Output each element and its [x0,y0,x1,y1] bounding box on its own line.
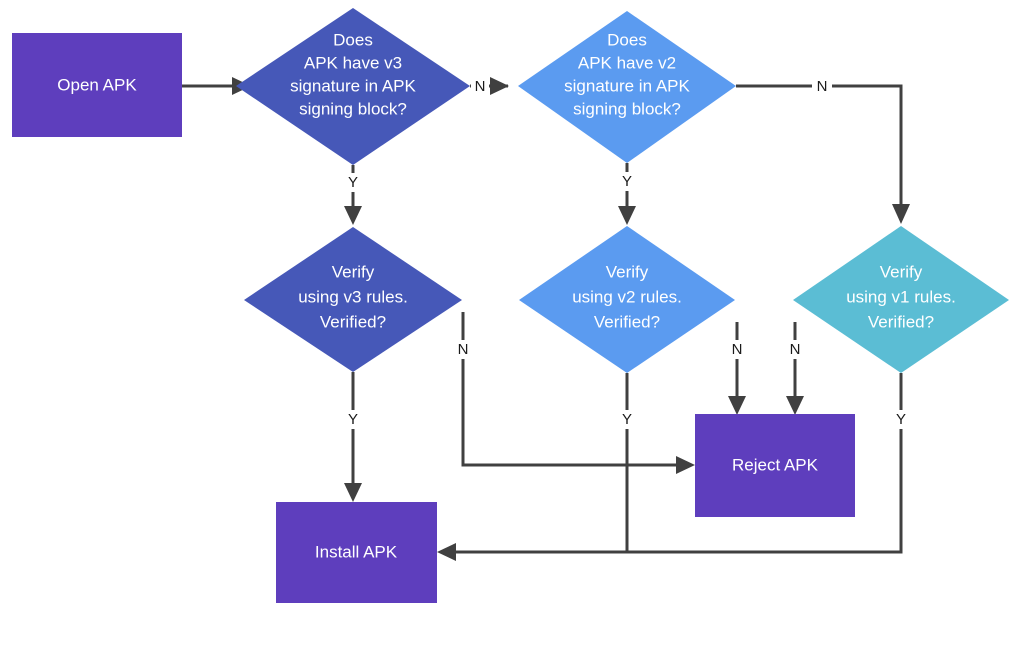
edge-line [449,373,629,554]
edge-verifyv1-no-to-reject: N [786,322,805,415]
edge-label-hasv3-no: N [475,78,486,95]
node-label-has-v2-line-4: signing block? [573,99,681,118]
edge-label-hasv2-no: N [817,78,828,95]
edge-verifyv3-no-to-reject: N [454,312,695,474]
node-label-verify-v1-line-1: Verify [880,262,923,281]
edge-verifyv2-yes-to-install: Y [437,373,637,561]
arrowhead [490,77,509,95]
arrowhead [344,483,362,502]
arrowhead [618,206,636,225]
edge-label-verifyv1-no: N [790,341,801,358]
node-shape-diamond[interactable] [518,11,736,163]
edge-label-verifyv3-no: N [458,341,469,358]
node-install-apk[interactable]: Install APK [276,502,437,603]
edge-line [736,84,903,216]
edge-label-bg [344,410,363,429]
edge-line [449,373,903,554]
node-label-install-apk: Install APK [315,542,398,561]
edge-label-bg [618,172,637,191]
node-label-verify-v1-line-3: Verified? [868,312,934,331]
node-label-has-v3-line-4: signing block? [299,99,407,118]
node-label-has-v3-line-1: Does [333,30,373,49]
node-label-reject-apk: Reject APK [732,455,819,474]
edge-line [461,312,686,467]
edge-verifyv3-yes-to-install: Y [344,372,363,502]
node-shape-diamond[interactable] [236,8,470,165]
edge-hasv2-no-to-verifyv1: N [736,77,910,224]
node-label-verify-v3-line-3: Verified? [320,312,386,331]
node-reject-apk[interactable]: Reject APK [695,414,855,517]
arrowhead [786,396,804,415]
arrowhead [728,396,746,415]
node-shape-rect[interactable] [276,502,437,603]
edge-hasv3-no-to-hasv2: N [470,77,509,96]
node-label-has-v2-line-2: APK have v2 [578,53,676,72]
node-shape-diamond[interactable] [793,226,1009,373]
edge-verifyv1-yes-to-install: Y [449,373,911,554]
edge-label-bg [454,340,473,359]
node-label-has-v2-line-1: Does [607,30,647,49]
node-label-verify-v3-line-1: Verify [332,262,375,281]
arrowhead [344,206,362,225]
node-open-apk[interactable]: Open APK [12,33,182,137]
edge-label-bg [618,410,637,429]
node-has-v3-signature[interactable]: Does APK have v3 signature in APK signin… [236,8,470,165]
edge-label-hasv3-yes: Y [348,174,358,191]
edge-label-bg [344,173,363,192]
node-label-verify-v1-line-2: using v1 rules. [846,287,956,306]
node-shape-rect[interactable] [695,414,855,517]
edge-hasv2-yes-to-verifyv2: Y [618,163,637,225]
node-shape-diamond[interactable] [244,227,462,372]
edge-label-verifyv1-yes: Y [896,411,906,428]
node-has-v2-signature[interactable]: Does APK have v2 signature in APK signin… [518,11,736,163]
node-verify-v1[interactable]: Verify using v1 rules. Verified? [793,226,1009,373]
edge-label-hasv2-yes: Y [622,173,632,190]
edge-label-bg [728,340,747,359]
arrowhead [892,204,910,224]
edge-label-bg [812,77,832,96]
edge-hasv3-yes-to-verifyv3: Y [344,165,363,225]
edge-label-verifyv3-yes: Y [348,411,358,428]
arrowhead [437,543,456,561]
node-label-verify-v2-line-1: Verify [606,262,649,281]
node-verify-v2[interactable]: Verify using v2 rules. Verified? [519,226,735,373]
node-label-verify-v2-line-3: Verified? [594,312,660,331]
edge-label-verifyv2-no: N [732,341,743,358]
edge-label-bg [471,77,489,96]
edge-label-bg [786,340,805,359]
node-label-has-v3-line-3: signature in APK [290,76,416,95]
node-verify-v3[interactable]: Verify using v3 rules. Verified? [244,227,462,372]
edge-verifyv2-no-to-reject: N [728,322,747,415]
node-label-open-apk: Open APK [57,75,137,94]
node-shape-diamond[interactable] [519,226,735,373]
node-shape-rect[interactable] [12,33,182,137]
arrowhead [676,456,695,474]
edge-label-bg [892,410,911,429]
node-label-has-v2-line-3: signature in APK [564,76,690,95]
edge-label-verifyv2-yes: Y [622,411,632,428]
node-label-verify-v3-line-2: using v3 rules. [298,287,408,306]
node-label-has-v3-line-2: APK have v3 [304,53,402,72]
node-label-verify-v2-line-2: using v2 rules. [572,287,682,306]
